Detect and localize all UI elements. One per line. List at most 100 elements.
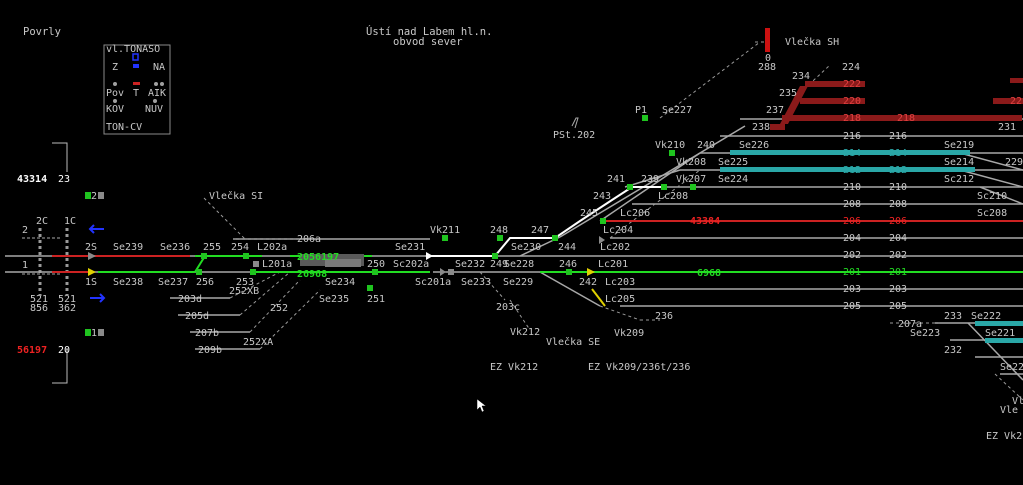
label-signals-s250: 250: [367, 259, 385, 270]
label-2: 2: [22, 225, 28, 236]
label-tracks-t220: 220: [843, 96, 861, 107]
label-tracks-t218a: 218: [843, 113, 861, 124]
pst-icon: [571, 117, 579, 129]
label-tracks-t201b: 201: [889, 267, 907, 278]
train-6968: 6968: [697, 268, 721, 279]
label-sidings-ez_right: EZ Vk2: [986, 431, 1022, 442]
block-2-indicator[interactable]: [85, 192, 91, 199]
label-signals-se235: Se235: [319, 294, 349, 305]
label-signals-sc201a: Sc201a: [415, 277, 451, 288]
label-signals-se225: Se225: [718, 157, 748, 168]
label-signals-s205d: 205d: [185, 311, 209, 322]
label-signals-vk212: Vk212: [510, 327, 540, 338]
label-signals-se236: Se236: [160, 242, 190, 253]
label-signals-se221: Se221: [985, 328, 1015, 339]
label-1s: 1S: [85, 277, 97, 288]
train-labels[interactable]: 2056197 26968 43384 6968: [297, 216, 721, 280]
label-tracks-t205b: 205: [889, 301, 907, 312]
label-tracks-t210a: 210: [843, 182, 861, 193]
label-signals-s238: 238: [752, 122, 770, 133]
label-tracks-t222: 222: [843, 79, 861, 90]
label-signals-se22: Se22: [1000, 362, 1023, 373]
label-sidings-vlecka_sh: Vlečka SH: [785, 36, 839, 48]
label-signals-s245: 245: [580, 208, 598, 219]
label-signals-l202a: L202a: [257, 242, 287, 253]
left-train-top[interactable]: 43314: [17, 174, 47, 185]
label-tracks-t202a: 202: [843, 250, 861, 261]
label-signals-se229: Se229: [503, 277, 533, 288]
label-signals-se227: Se227: [662, 105, 692, 116]
switch-indicators[interactable]: [196, 115, 696, 291]
label-sidings-vlecka_si: Vlečka SI: [209, 190, 263, 202]
label-signals-s249: 249: [490, 259, 508, 270]
label-1c: 1C: [64, 216, 76, 227]
signal-lc202: [599, 236, 605, 244]
label-signals-s207b: 207b: [195, 328, 219, 339]
legend-t-icon: [133, 82, 140, 85]
block-2-label: 2: [91, 191, 97, 202]
label-signals-s240: 240: [697, 140, 715, 151]
train-26968: 26968: [297, 269, 327, 280]
label-tracks-t203a: 203: [843, 284, 861, 295]
label-tracks-t224: 224: [842, 62, 860, 73]
label-signals-s209b: 209b: [198, 345, 222, 356]
label-signals-s235: 235: [779, 88, 797, 99]
legend-kov-icon: [113, 99, 117, 103]
label-signals-vk208: Vk208: [676, 157, 706, 168]
label-signals-se232: Se232: [455, 259, 485, 270]
label-signals-s241: 241: [607, 174, 625, 185]
block-1-label: 1: [91, 328, 97, 339]
label-signals-se214: Se214: [944, 157, 974, 168]
label-signals-s203d: 203d: [178, 294, 202, 305]
label-signals-se228: Se228: [504, 259, 534, 270]
left-train-bottom[interactable]: 56197: [17, 345, 47, 356]
label-sidings-ez_vk209: EZ Vk209/236t/236: [588, 362, 690, 373]
switch-250: [372, 269, 378, 275]
block-1-indicator-grey: [98, 329, 104, 336]
signal-se232: [440, 268, 446, 276]
arrow-left-icon[interactable]: [88, 224, 104, 234]
switch-245: [600, 218, 606, 224]
switch-251: [367, 285, 373, 291]
mouse-cursor-icon: [476, 398, 487, 413]
label-signals-vk207: Vk207: [676, 174, 706, 185]
signal-1s: [88, 268, 96, 276]
left-train-top-track: 23: [58, 174, 70, 185]
label-signals-se223: Se223: [910, 328, 940, 339]
label-signals-sc210: Sc210: [977, 191, 1007, 202]
label-tracks-t212a: 212: [843, 165, 861, 176]
siding-sh-block[interactable]: [765, 28, 770, 52]
signal-labels: Se239 Se238 Se236 Se237 255 254 256 253 …: [113, 53, 1023, 416]
left-station: 43314 23 56197 20 2 1 2C 1C 2 1 2S 1S 52…: [17, 142, 106, 384]
left-train-bottom-track: 20: [58, 345, 70, 356]
label-signals-s242: 242: [579, 277, 597, 288]
legend-aik-icon-2: [160, 82, 164, 86]
arrow-right-icon[interactable]: [90, 293, 106, 303]
legend-panel[interactable]: vl.TONASO Z NA Pov T AIK KOV NUV TON-CV: [103, 44, 171, 135]
signal-heads[interactable]: [88, 236, 605, 276]
train-2056197: 2056197: [297, 252, 339, 263]
legend-nuv: NUV: [145, 104, 163, 115]
label-signals-sc208: Sc208: [977, 208, 1007, 219]
signal-lc201: [587, 268, 595, 276]
label-tracks-t205a: 205: [843, 301, 861, 312]
block-2-indicator-grey: [98, 192, 104, 199]
switch-249: [492, 253, 498, 259]
label-1: 1: [22, 260, 28, 271]
label-signals-s252xb: 252XB: [229, 286, 259, 297]
signal-2s: [88, 252, 96, 260]
label-tracks-t212b: 212: [889, 165, 907, 176]
label-signals-se237: Se237: [158, 277, 188, 288]
legend-nuv-icon: [153, 99, 157, 103]
label-tracks-t201a: 201: [843, 267, 861, 278]
legend-aik-icon: [154, 82, 158, 86]
legend-z-icon: [132, 53, 139, 61]
label-signals-s0: 0: [765, 53, 771, 64]
block-1-indicator[interactable]: [85, 329, 91, 336]
switch-255: [201, 253, 207, 259]
label-2s: 2S: [85, 242, 97, 253]
label-signals-s234: 234: [792, 71, 810, 82]
label-signals-s236: 236: [655, 311, 673, 322]
label-signals-s253: 253: [236, 277, 254, 288]
